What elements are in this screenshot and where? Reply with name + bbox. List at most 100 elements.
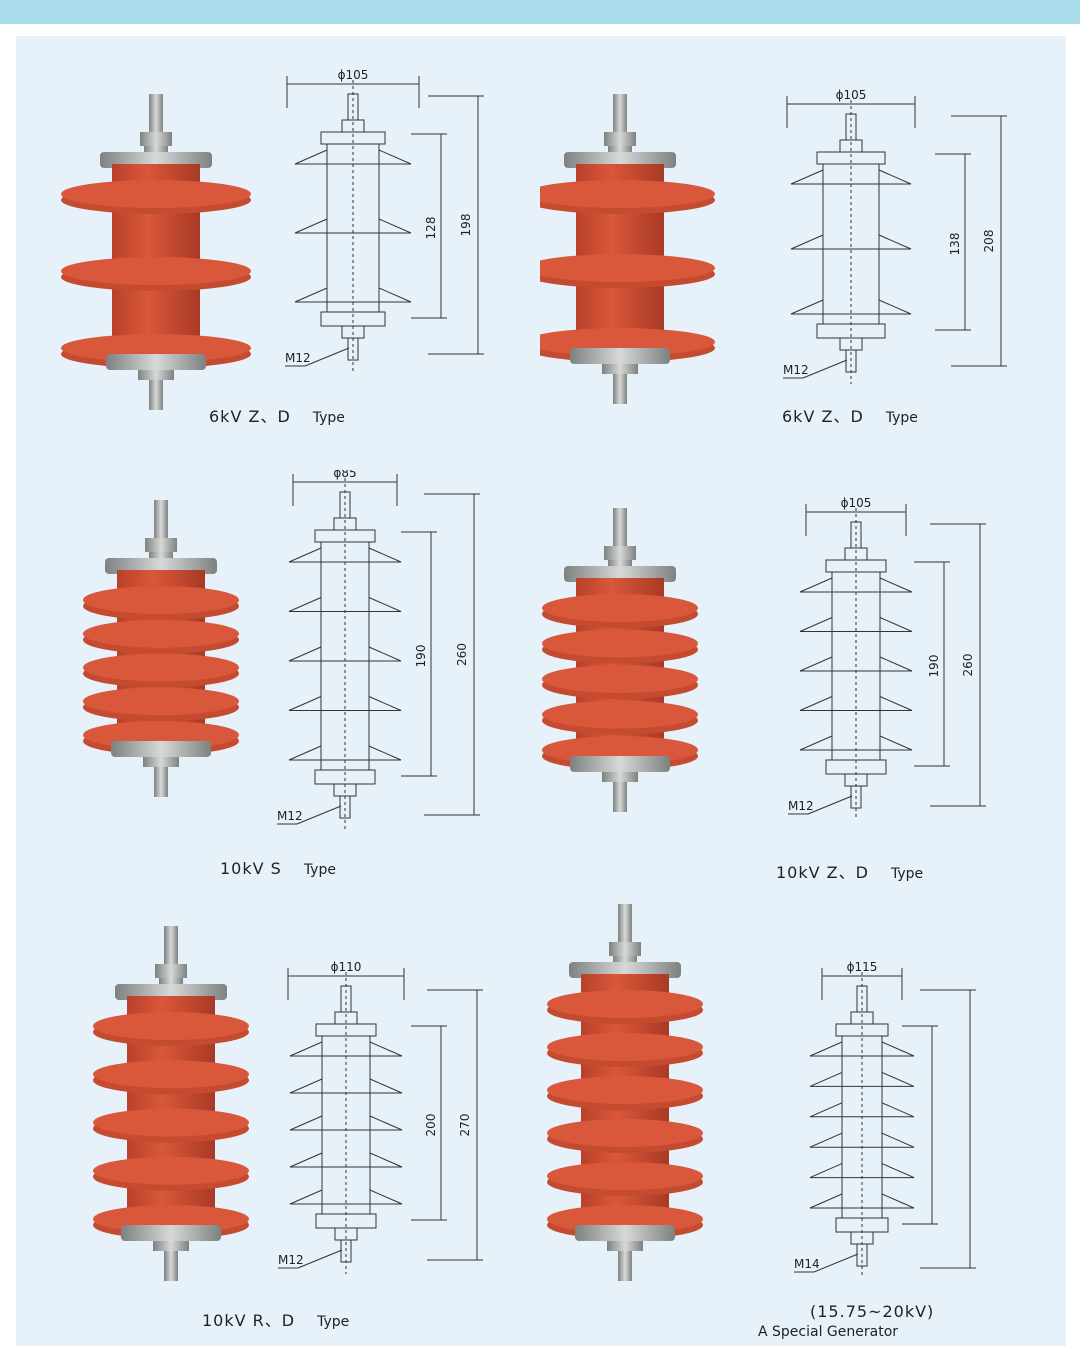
drawing-shed (289, 1115, 403, 1131)
technical-drawing (278, 968, 483, 1274)
drawing-bottom-stud (347, 337, 359, 361)
arrester-photo (93, 926, 249, 1281)
shed (83, 687, 239, 716)
drawing-shed (294, 218, 412, 234)
thread-leader (304, 347, 350, 367)
drawing-shed (289, 1078, 403, 1094)
outer-height-label: 270 (458, 1114, 472, 1137)
drawing-shed (294, 149, 412, 165)
shed (547, 990, 703, 1018)
bottom-cap (111, 741, 211, 757)
diameter-label: ϕ110 (331, 960, 362, 974)
shed (93, 1060, 249, 1089)
drawing-bottom-stud (340, 1239, 352, 1263)
drawing-bottom-stud (850, 785, 862, 809)
drawing-shed (790, 169, 912, 185)
technical-drawing (788, 504, 986, 820)
shed (547, 1119, 703, 1147)
arrester-photo (547, 904, 703, 1281)
bottom-nut (602, 772, 638, 782)
top-stud (613, 508, 627, 548)
bottom-nut (153, 1241, 189, 1251)
diameter-label: ϕ105 (338, 68, 369, 82)
shed (547, 1076, 703, 1104)
shed (61, 257, 251, 285)
drawing-shed (809, 1071, 915, 1087)
shed (547, 1162, 703, 1190)
shed (83, 619, 239, 648)
product-sublabel: A Special Generator (758, 1324, 899, 1340)
bottom-stud (154, 767, 168, 797)
bottom-cap (106, 354, 206, 370)
inner-height-label: 190 (414, 645, 428, 668)
drawing-shed (799, 617, 913, 632)
diameter-label: ϕ85 (333, 470, 356, 480)
outer-height-label: 208 (982, 230, 996, 253)
shed (93, 1108, 249, 1137)
shed (542, 629, 698, 658)
drawing-shed (809, 1102, 915, 1118)
thread-label: M14 (794, 1257, 820, 1271)
drawing-shed (809, 1132, 915, 1148)
top-nut (604, 132, 636, 146)
top-stud (164, 926, 178, 966)
drawing-shed (809, 1163, 915, 1179)
thread-label: M12 (788, 799, 814, 813)
drawing-shed (790, 299, 912, 315)
inner-height-label: 138 (948, 233, 962, 256)
drawing-shed (288, 745, 402, 761)
drawing-shed (799, 735, 913, 751)
drawing-shed (289, 1189, 403, 1205)
bottom-stud (613, 374, 627, 404)
shed (542, 594, 698, 622)
drawing-bottom-stud (339, 795, 351, 819)
arrester-photo (83, 500, 239, 797)
drawing-shed (790, 234, 912, 250)
shed (83, 653, 239, 682)
drawing-shed (289, 1152, 403, 1168)
shed (93, 1156, 249, 1185)
top-nut (140, 132, 172, 146)
product-label: (15.75~20kV) (810, 1302, 935, 1321)
shed (540, 254, 715, 282)
diameter-label: ϕ115 (847, 960, 878, 974)
technical-drawing (783, 96, 1007, 384)
top-stud (154, 500, 168, 540)
thread-leader (807, 795, 853, 815)
drawing-shed (288, 547, 402, 563)
thread-leader (802, 359, 848, 379)
bottom-cap (575, 1225, 675, 1241)
thread-leader (813, 1253, 859, 1273)
bottom-cap (570, 756, 670, 772)
thread-label: M12 (285, 351, 311, 365)
drawing-shed (799, 577, 913, 593)
inner-height-label: 128 (424, 217, 438, 240)
thread-leader (296, 805, 342, 825)
bottom-stud (164, 1251, 178, 1281)
thread-label: M12 (277, 809, 303, 823)
bottom-stud (618, 1251, 632, 1281)
outer-height-label: 260 (455, 643, 469, 666)
drawing-shed (288, 696, 402, 711)
arrester-photo (61, 94, 251, 410)
top-stud (618, 904, 632, 944)
top-nut (155, 964, 187, 978)
technical-drawing (277, 474, 480, 830)
bottom-cap (570, 348, 670, 364)
inner-height-label: 190 (927, 655, 941, 678)
top-stud (613, 94, 627, 134)
drawing-shed (294, 287, 412, 303)
bottom-stud (613, 782, 627, 812)
inner-height-label: 200 (424, 1114, 438, 1137)
drawing-shed (809, 1193, 915, 1209)
drawing-shed (809, 1041, 915, 1057)
